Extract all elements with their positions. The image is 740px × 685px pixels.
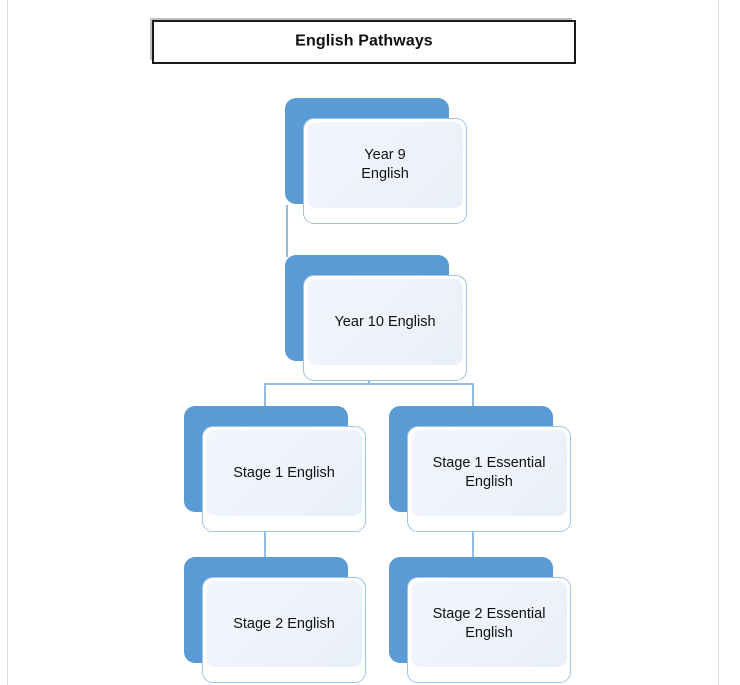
node-stage1-english[interactable]: Stage 1 English xyxy=(184,406,366,532)
connector-stage1essential-to-stage2essential xyxy=(472,513,474,561)
page-edge-right xyxy=(718,0,719,685)
connector-year9-to-year10 xyxy=(286,205,288,257)
node-stage2-essential-english[interactable]: Stage 2 Essential English xyxy=(389,557,571,683)
node-stage2-english[interactable]: Stage 2 English xyxy=(184,557,366,683)
node-label: Stage 2 English xyxy=(233,615,335,632)
node-label: Year 9 English xyxy=(361,147,409,182)
node-label: Stage 1 English xyxy=(233,464,335,481)
node-label: Stage 2 Essential English xyxy=(432,606,546,641)
diagram-title: English Pathways xyxy=(295,32,433,50)
diagram-title-box: English Pathways xyxy=(152,20,576,64)
connector-branch-bar xyxy=(264,383,474,385)
node-panel: Stage 1 Essential English xyxy=(411,430,567,516)
connector-branch-left-drop xyxy=(264,383,266,409)
connector-stage1-to-stage2 xyxy=(264,513,266,561)
node-stage1-essential-english[interactable]: Stage 1 Essential English xyxy=(389,406,571,532)
node-panel: Year 10 English xyxy=(307,279,463,365)
node-panel: Year 9 English xyxy=(307,122,463,208)
node-label: Stage 1 Essential English xyxy=(432,455,546,490)
node-panel: Stage 1 English xyxy=(206,430,362,516)
connector-branch-right-drop xyxy=(472,383,474,409)
page-edge-left xyxy=(7,0,8,685)
node-panel: Stage 2 English xyxy=(206,581,362,667)
node-year10-english[interactable]: Year 10 English xyxy=(285,255,467,381)
node-panel: Stage 2 Essential English xyxy=(411,581,567,667)
node-label: Year 10 English xyxy=(334,313,436,330)
node-year9-english[interactable]: Year 9 English xyxy=(285,98,467,224)
